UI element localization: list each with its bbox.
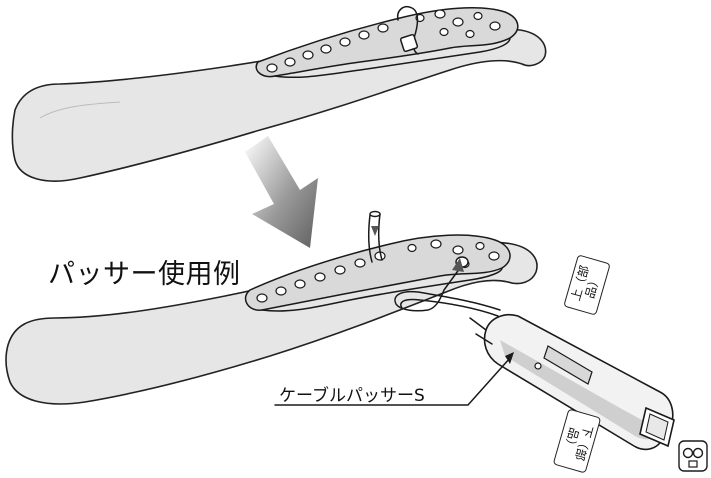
cable-tube-end [369,210,381,218]
wire-arrow [452,258,464,272]
plate-hole [320,44,332,54]
plate-hole [358,30,370,40]
cable-clip [399,33,419,53]
callout-arrowhead [505,352,514,364]
cable-tube [367,213,383,263]
lower-plate [244,234,511,311]
upper-plate [255,6,519,78]
handle-grip-window [543,345,593,385]
plate-hole [275,286,287,296]
plate-hole [488,251,500,261]
passer-wire [394,267,501,312]
callout-leader [274,357,511,406]
upper-plate-edge [274,37,511,79]
upper-bone-shading [39,101,121,119]
plate-hole [266,63,278,73]
plate-hole [284,57,296,67]
plate-hole [377,23,389,33]
handle-end-inner [645,413,669,441]
plate-hole [473,11,483,21]
plate-hole [294,279,306,289]
handle-shaft [469,317,493,345]
passer-handle [469,314,675,451]
lower-plate-edge [261,267,503,312]
upper-bone [11,28,547,182]
tube-arrow [371,226,379,236]
dual-ring-icon [678,440,708,472]
plate-hole [302,50,314,60]
plate-hole [339,37,351,47]
plate-hole [489,21,501,31]
plate-hole [314,272,326,282]
plate-hole [407,243,417,253]
upper-bone-group [11,28,547,182]
plate-hole [465,29,475,39]
plate-hole [334,265,346,275]
upper-plate-group [255,6,519,79]
plate-hole [354,258,366,268]
passer-callout-label: ケーブルパッサーS [279,386,425,406]
handle-button [534,362,542,370]
plate-hole [452,245,464,255]
lower-plate-group [244,210,511,317]
plate-hole [439,27,449,37]
plate-hole [430,239,442,249]
figure-caption: パッサー使用例 [48,259,241,290]
down-arrow [245,136,318,248]
plate-hole [452,17,464,27]
plate-hole [256,293,268,303]
passer-wire-inner [400,298,499,317]
plate-hole [434,9,446,19]
plate-hole [475,241,485,251]
